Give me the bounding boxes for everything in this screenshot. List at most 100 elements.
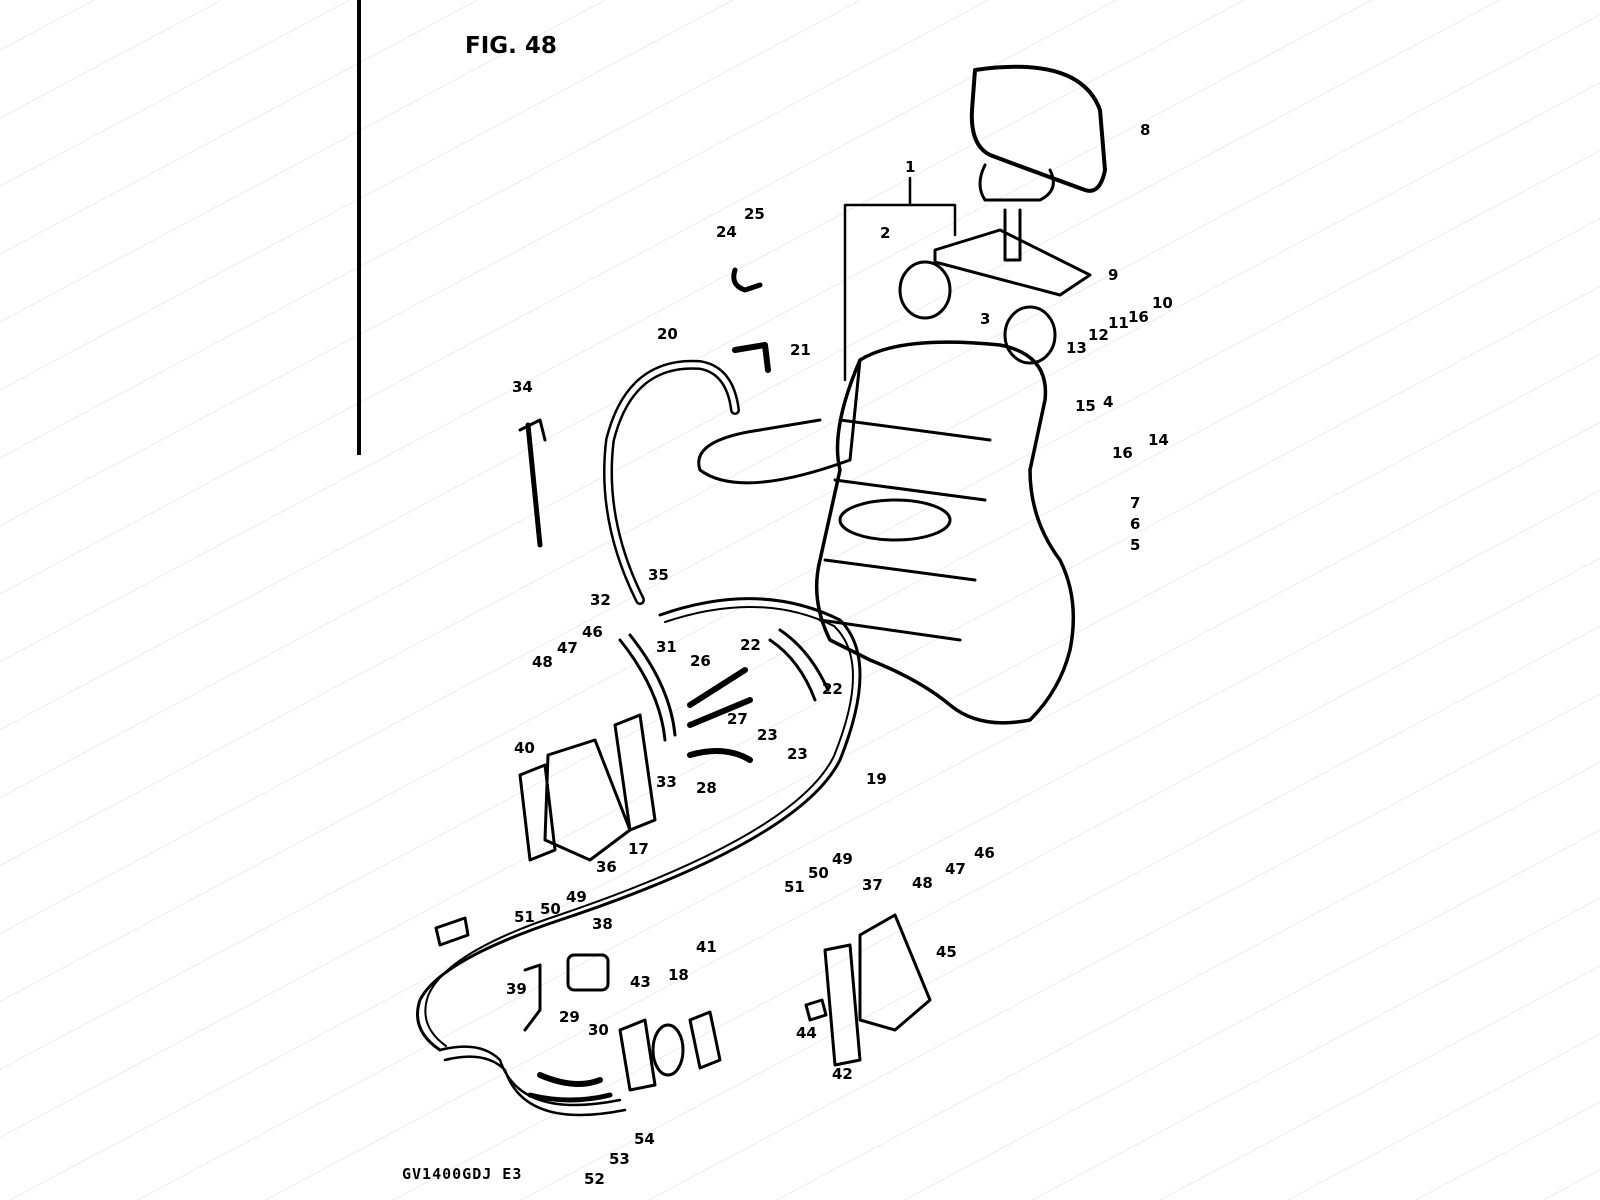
seat-front [697,358,862,485]
part-label-50b: 50 [808,864,829,882]
speaker-box-37 [858,913,932,1032]
part-label-26: 26 [690,652,711,670]
part-label-1: 1 [905,158,916,176]
bracket-39 [523,963,542,1032]
bracket-left-small [434,916,470,947]
part-label-29: 29 [559,1008,580,1026]
part-label-16a: 16 [1128,308,1149,326]
part-label-38: 38 [592,915,613,933]
relay-38 [566,953,610,992]
part-label-31: 31 [656,638,677,656]
part-label-33: 33 [656,773,677,791]
part-label-2: 2 [880,224,891,242]
part-label-34: 34 [512,378,533,396]
part-label-10: 10 [1152,294,1173,312]
part-label-8: 8 [1140,121,1151,139]
part-label-49b: 49 [832,850,853,868]
backrest-pad [969,64,1107,193]
part-label-37: 37 [862,876,883,894]
part-label-11: 11 [1108,314,1129,332]
part-label-51b: 51 [784,878,805,896]
part-label-48a: 48 [532,653,553,671]
part-label-49a: 49 [566,888,587,906]
part-label-7: 7 [1130,494,1141,512]
part-label-17: 17 [628,840,649,858]
part-label-32: 32 [590,591,611,609]
part-label-20: 20 [657,325,678,343]
part-label-13: 13 [1066,339,1087,357]
speaker-box-36 [543,738,632,862]
part-label-16b: 16 [1112,444,1133,462]
hose-26 [687,667,748,708]
figure-title: FIG. 48 [465,33,557,59]
leader-1 [843,176,957,382]
connector-44 [804,998,828,1022]
connector-18 [651,1023,685,1077]
wire-19 [416,597,862,1052]
connector-17 [613,713,657,832]
part-label-50a: 50 [540,900,561,918]
part-label-5: 5 [1130,536,1141,554]
part-label-23a: 23 [757,726,778,744]
part-label-30: 30 [588,1021,609,1039]
part-label-54: 54 [634,1130,655,1148]
part-label-51a: 51 [514,908,535,926]
part-label-27: 27 [727,710,748,728]
seat-panel [818,418,992,642]
part-label-43: 43 [630,973,651,991]
part-label-23b: 23 [787,745,808,763]
tube-29 [537,1072,603,1087]
part-label-4: 4 [1103,393,1114,411]
plate-43 [618,1018,657,1092]
harness-lower [438,1045,627,1117]
tube-30 [527,1092,613,1103]
seat-emblem [838,498,952,542]
clamp-24 [731,267,763,293]
speaker-left [898,260,952,320]
part-label-9: 9 [1108,266,1119,284]
backrest-base-plate [933,228,1092,297]
seat-body [814,340,1076,725]
plate-42 [823,943,862,1067]
part-label-53: 53 [609,1150,630,1168]
part-label-35: 35 [648,566,669,584]
part-label-22a: 22 [740,636,761,654]
part-label-28: 28 [696,779,717,797]
harness-31-32 [618,633,677,742]
hose-27 [687,697,753,728]
part-label-22b: 22 [822,680,843,698]
part-label-46a: 46 [582,623,603,641]
part-label-45: 45 [936,943,957,961]
part-label-41: 41 [696,938,717,956]
part-label-48b: 48 [912,874,933,892]
part-label-47a: 47 [557,639,578,657]
part-label-47b: 47 [945,860,966,878]
speaker-right [1003,305,1057,365]
part-label-6: 6 [1130,515,1141,533]
part-label-15: 15 [1075,397,1096,415]
part-label-44: 44 [796,1024,817,1042]
part-label-36: 36 [596,858,617,876]
part-label-14: 14 [1148,431,1169,449]
part-label-19: 19 [866,770,887,788]
rod-34 [525,422,543,548]
part-label-42: 42 [832,1065,853,1083]
model-code: GV1400GDJ E3 [402,1165,523,1183]
backrest-bracket [978,163,1055,262]
part-label-25: 25 [744,205,765,223]
part-label-40: 40 [514,739,535,757]
plate-40 [518,763,557,862]
plate-41 [688,1010,722,1070]
part-label-46b: 46 [974,844,995,862]
clip-21 [732,342,771,373]
hose-28 [687,748,753,763]
part-label-3: 3 [980,310,991,328]
part-label-18: 18 [668,966,689,984]
part-label-39: 39 [506,980,527,998]
cable-22-23 [768,628,830,702]
part-label-12: 12 [1088,326,1109,344]
part-label-21: 21 [790,341,811,359]
part-label-52: 52 [584,1170,605,1188]
